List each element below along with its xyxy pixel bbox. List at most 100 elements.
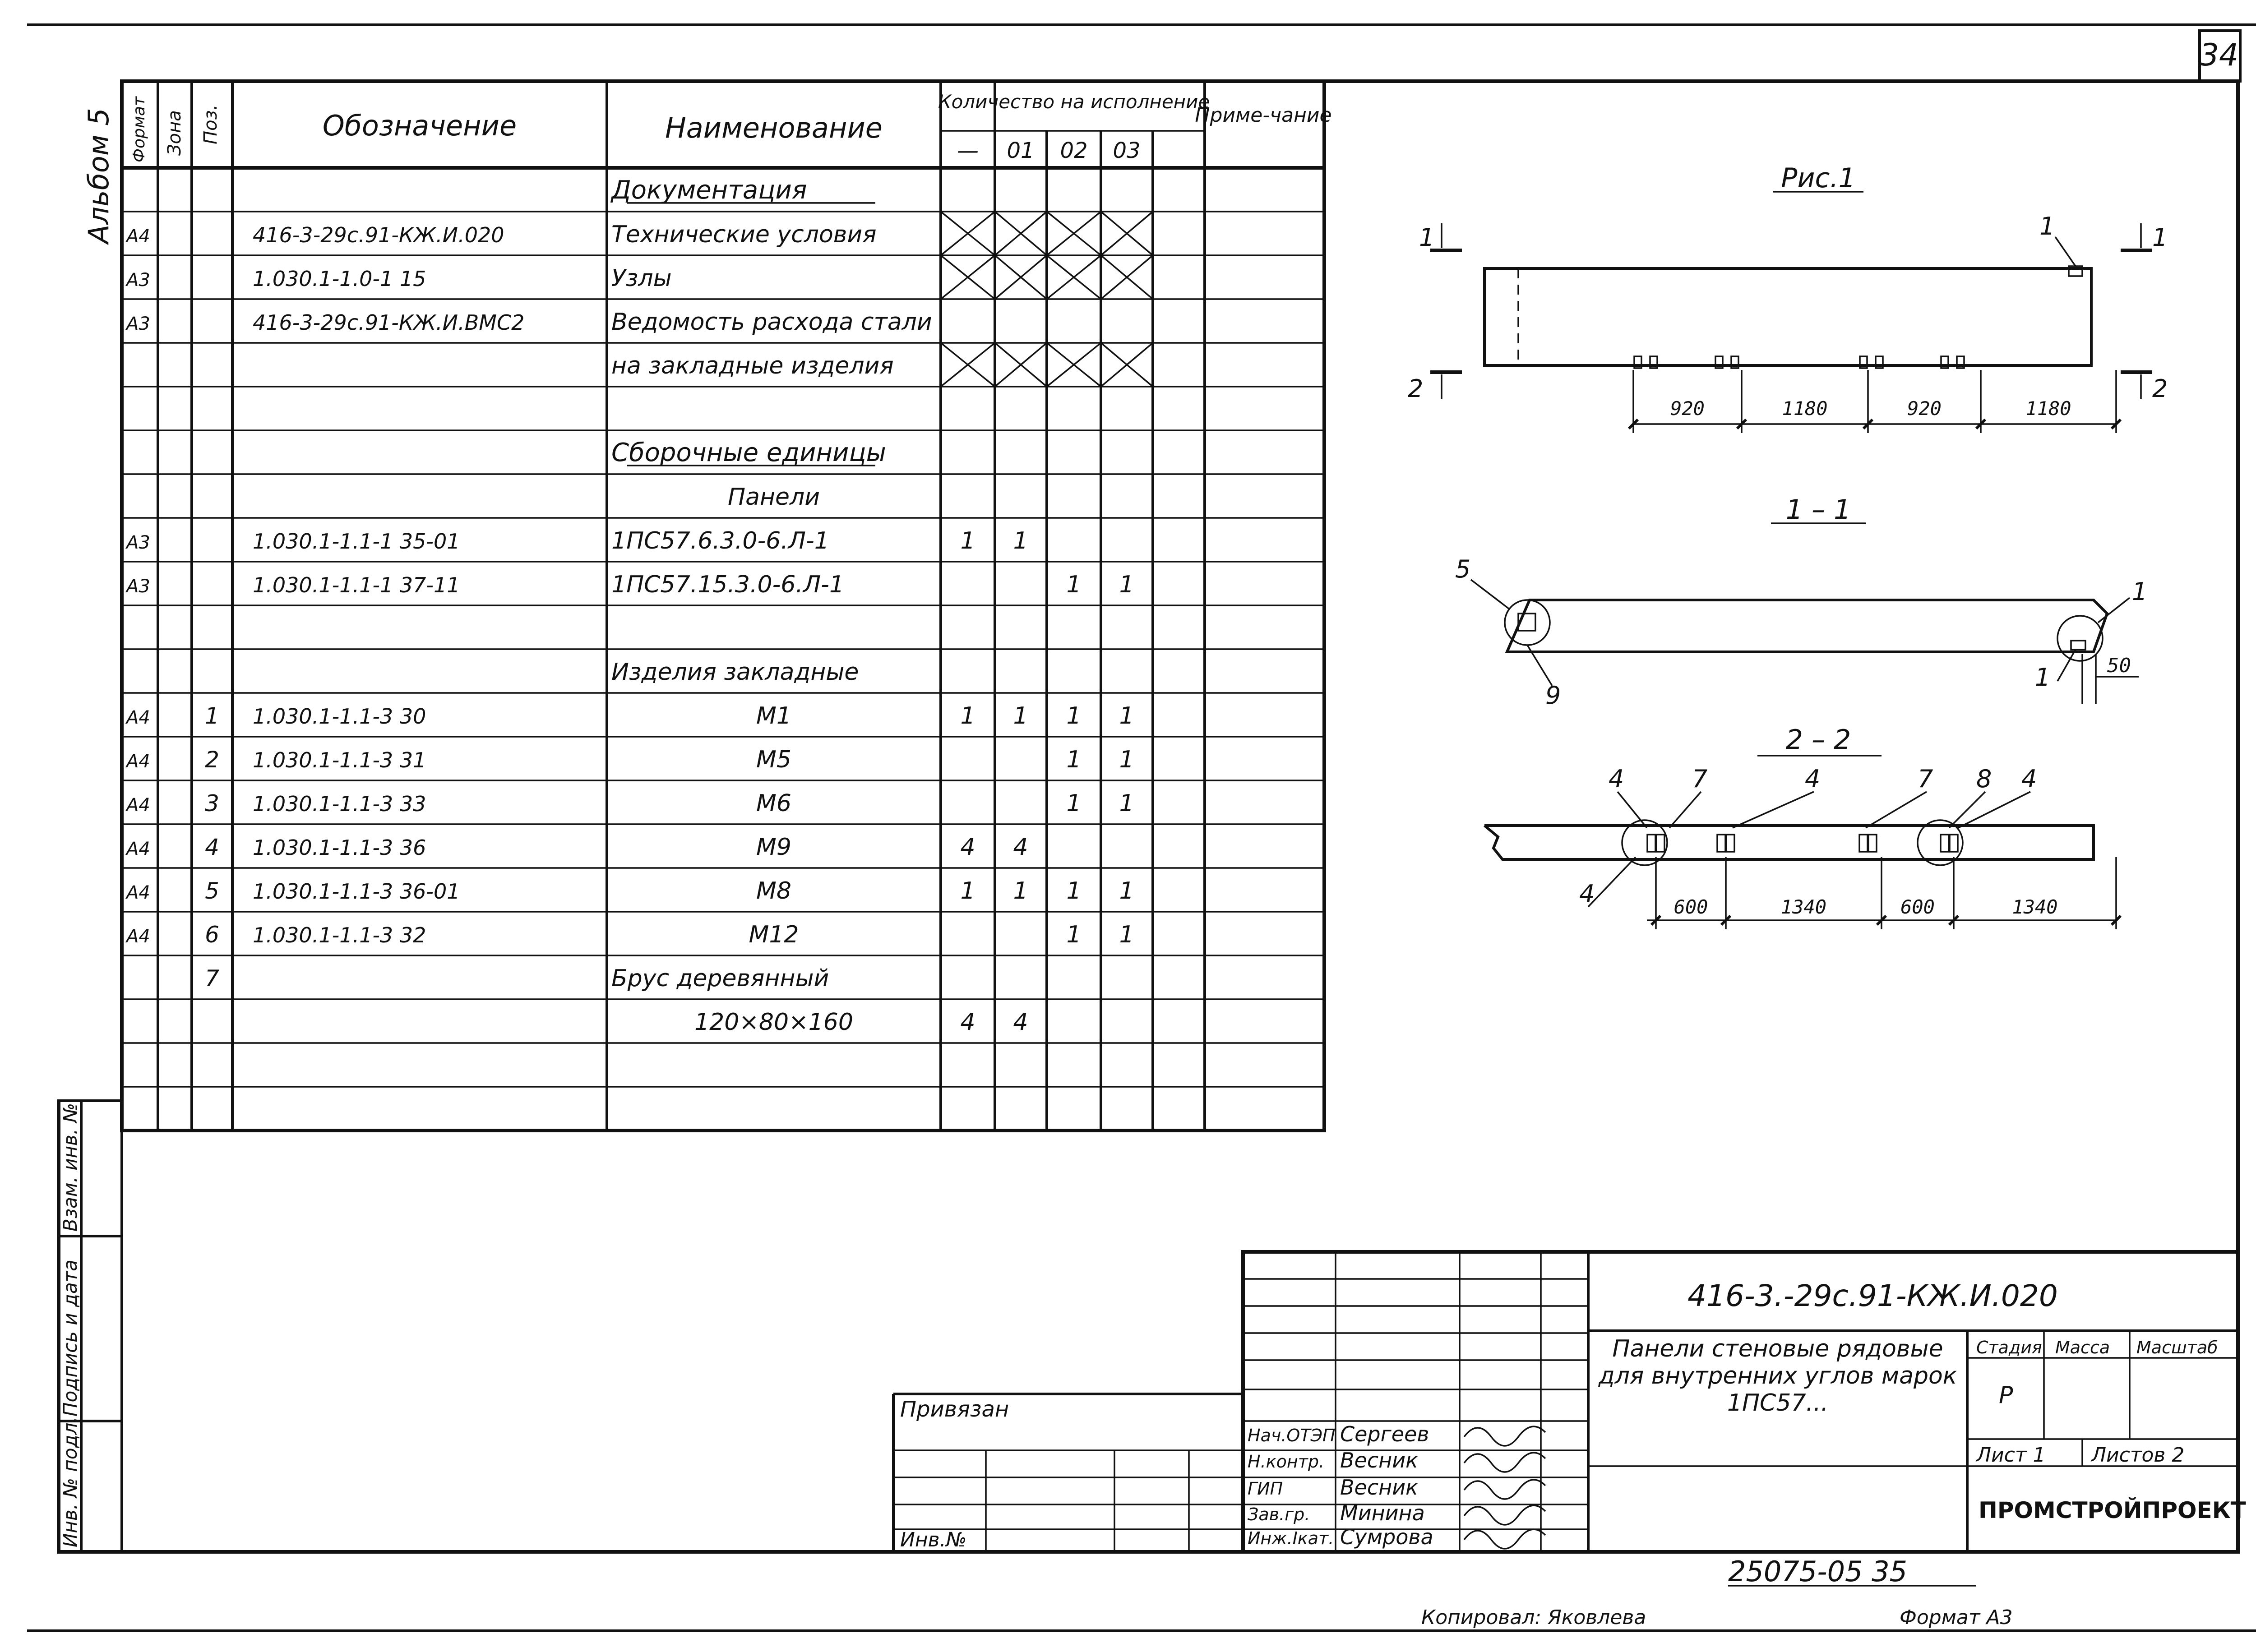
cell-name: Узлы	[611, 265, 672, 292]
dim-tick	[1862, 418, 1874, 430]
cell-format: А3	[125, 314, 150, 334]
sheet-number-box	[2198, 29, 2242, 83]
cut-label-1-right: 1	[2152, 223, 2168, 252]
anchor-plate	[1655, 834, 1665, 853]
cell-name: М12	[749, 921, 799, 948]
tb-name: Весник	[1340, 1448, 1418, 1472]
cell-pos: 4	[205, 834, 219, 860]
cell-qty: 1	[1013, 527, 1028, 554]
cell-qty: 4	[1013, 1009, 1028, 1036]
stage-value: Р	[1999, 1382, 2013, 1409]
cell-name: М1	[756, 702, 791, 729]
inv-no-label: Инв.№	[900, 1528, 966, 1551]
sec11-callout-5: 5	[1455, 555, 1470, 583]
sec22-leader	[1958, 791, 2031, 829]
sec11-embedded-part	[2070, 640, 2086, 651]
sec11-callout-9: 9	[1545, 681, 1561, 710]
anchor-plate	[1649, 355, 1658, 369]
cell-designation: 1.030.1-1.1-3 31	[253, 748, 426, 772]
cell-pos: 6	[205, 922, 219, 948]
cell-cross	[1100, 211, 1154, 256]
cell-name: М6	[756, 790, 791, 817]
cell-name: Технические условия	[611, 221, 877, 248]
sec11-callout-1b: 1	[2035, 663, 2050, 692]
mass-label: Масса	[2055, 1338, 2110, 1357]
dim-tick	[1975, 418, 1987, 430]
cell-qty: 1	[1119, 571, 1134, 598]
cell-qty: 4	[960, 1009, 975, 1036]
cell-format: А3	[125, 576, 150, 597]
dim-tick	[1627, 418, 1639, 430]
sec22-leader	[1732, 791, 1814, 829]
tb-name: Сумрова	[1340, 1525, 1433, 1549]
cell-format: А4	[125, 707, 150, 728]
signature-mark	[1463, 1528, 1546, 1550]
sec22-callout: 8	[1976, 765, 1992, 793]
cell-designation: 1.030.1-1.0-1 15	[253, 267, 426, 291]
dim-tick	[1736, 418, 1747, 430]
anchor-plate	[1859, 355, 1868, 369]
cell-cross	[1046, 254, 1102, 300]
sec22-callout: 4	[2021, 765, 2037, 793]
cell-qty: 4	[1013, 834, 1028, 861]
tb-role: Зав.гр.	[1248, 1504, 1310, 1524]
fig1-callout: 1	[2039, 212, 2055, 240]
fig1-dim-value: 920	[1670, 397, 1705, 420]
cell-name: Изделия закладные	[611, 659, 859, 686]
title-block-frame	[1241, 1250, 2240, 1554]
cell-qty: 1	[1013, 877, 1028, 904]
sec22-leader	[1587, 856, 1637, 908]
fig1-dim-value: 1180	[1782, 397, 1827, 420]
cell-qty: 1	[1066, 790, 1081, 817]
archive-number: 25075-05 35	[1728, 1555, 1907, 1588]
stamp-inv-original: Инв. № подл.	[59, 1417, 81, 1547]
fig1-title: Рис.1	[1781, 162, 1855, 194]
cell-qty: 1	[960, 527, 975, 554]
sheets-label: Листов 2	[2090, 1444, 2184, 1467]
anchor-plate	[1633, 355, 1642, 369]
cell-designation: 416-3-29с.91-КЖ.И.ВМС2	[253, 310, 524, 335]
sec11-leader-9	[1526, 645, 1553, 686]
cell-name: Сборочные единицы	[611, 438, 886, 467]
cell-designation: 1.030.1-1.1-3 30	[253, 704, 426, 729]
sec22-title: 2 – 2	[1786, 724, 1851, 756]
fig1-panel-outline	[1483, 267, 2093, 367]
sheet-label: Лист 1	[1975, 1444, 2045, 1467]
sec11-wood-block	[1517, 613, 1536, 632]
cell-designation: 1.030.1-1.1-3 32	[253, 923, 426, 947]
cell-cross	[1046, 211, 1102, 256]
sec22-leader	[1669, 791, 1702, 829]
cell-format: А4	[125, 226, 150, 247]
cell-format: А3	[125, 270, 150, 291]
cell-qty: 1	[1119, 746, 1134, 773]
anchor-plate	[1949, 834, 1959, 853]
cell-name: Брус деревянный	[611, 965, 829, 992]
cell-designation: 1.030.1-1.1-3 33	[253, 792, 426, 816]
fig1-leader	[2054, 236, 2076, 267]
sec22-callout: 7	[1692, 765, 1707, 793]
cell-qty: 1	[1119, 702, 1134, 729]
sec22-callout: 4	[1609, 765, 1624, 793]
anchor-plate	[1875, 355, 1884, 369]
stamp-replaced-inv: Взам. инв. №	[59, 1103, 81, 1232]
sec22-callout: 4	[1805, 765, 1820, 793]
cell-format: А4	[125, 839, 150, 859]
dim-tick	[2110, 418, 2122, 430]
fig1-dim-value: 920	[1907, 397, 1942, 420]
hdr-designation: Обозначение	[323, 109, 517, 142]
stamp-signature-date: Подпись и дата	[59, 1260, 81, 1417]
tb-name: Минина	[1340, 1501, 1425, 1525]
sec22-dim-value: 1340	[2012, 896, 2057, 918]
anchor-plate	[1868, 834, 1877, 853]
cell-cross	[1046, 342, 1102, 388]
cell-qty: 1	[960, 702, 975, 729]
cell-name: М5	[756, 746, 791, 773]
sec22-panel-outline	[1484, 824, 2095, 861]
sec22-dim-value: 600	[1900, 896, 1935, 918]
cell-cross	[1100, 254, 1154, 300]
cell-format: А4	[125, 926, 150, 947]
anchor-plate	[1730, 355, 1739, 369]
hdr-pos: Поз.	[200, 104, 221, 144]
